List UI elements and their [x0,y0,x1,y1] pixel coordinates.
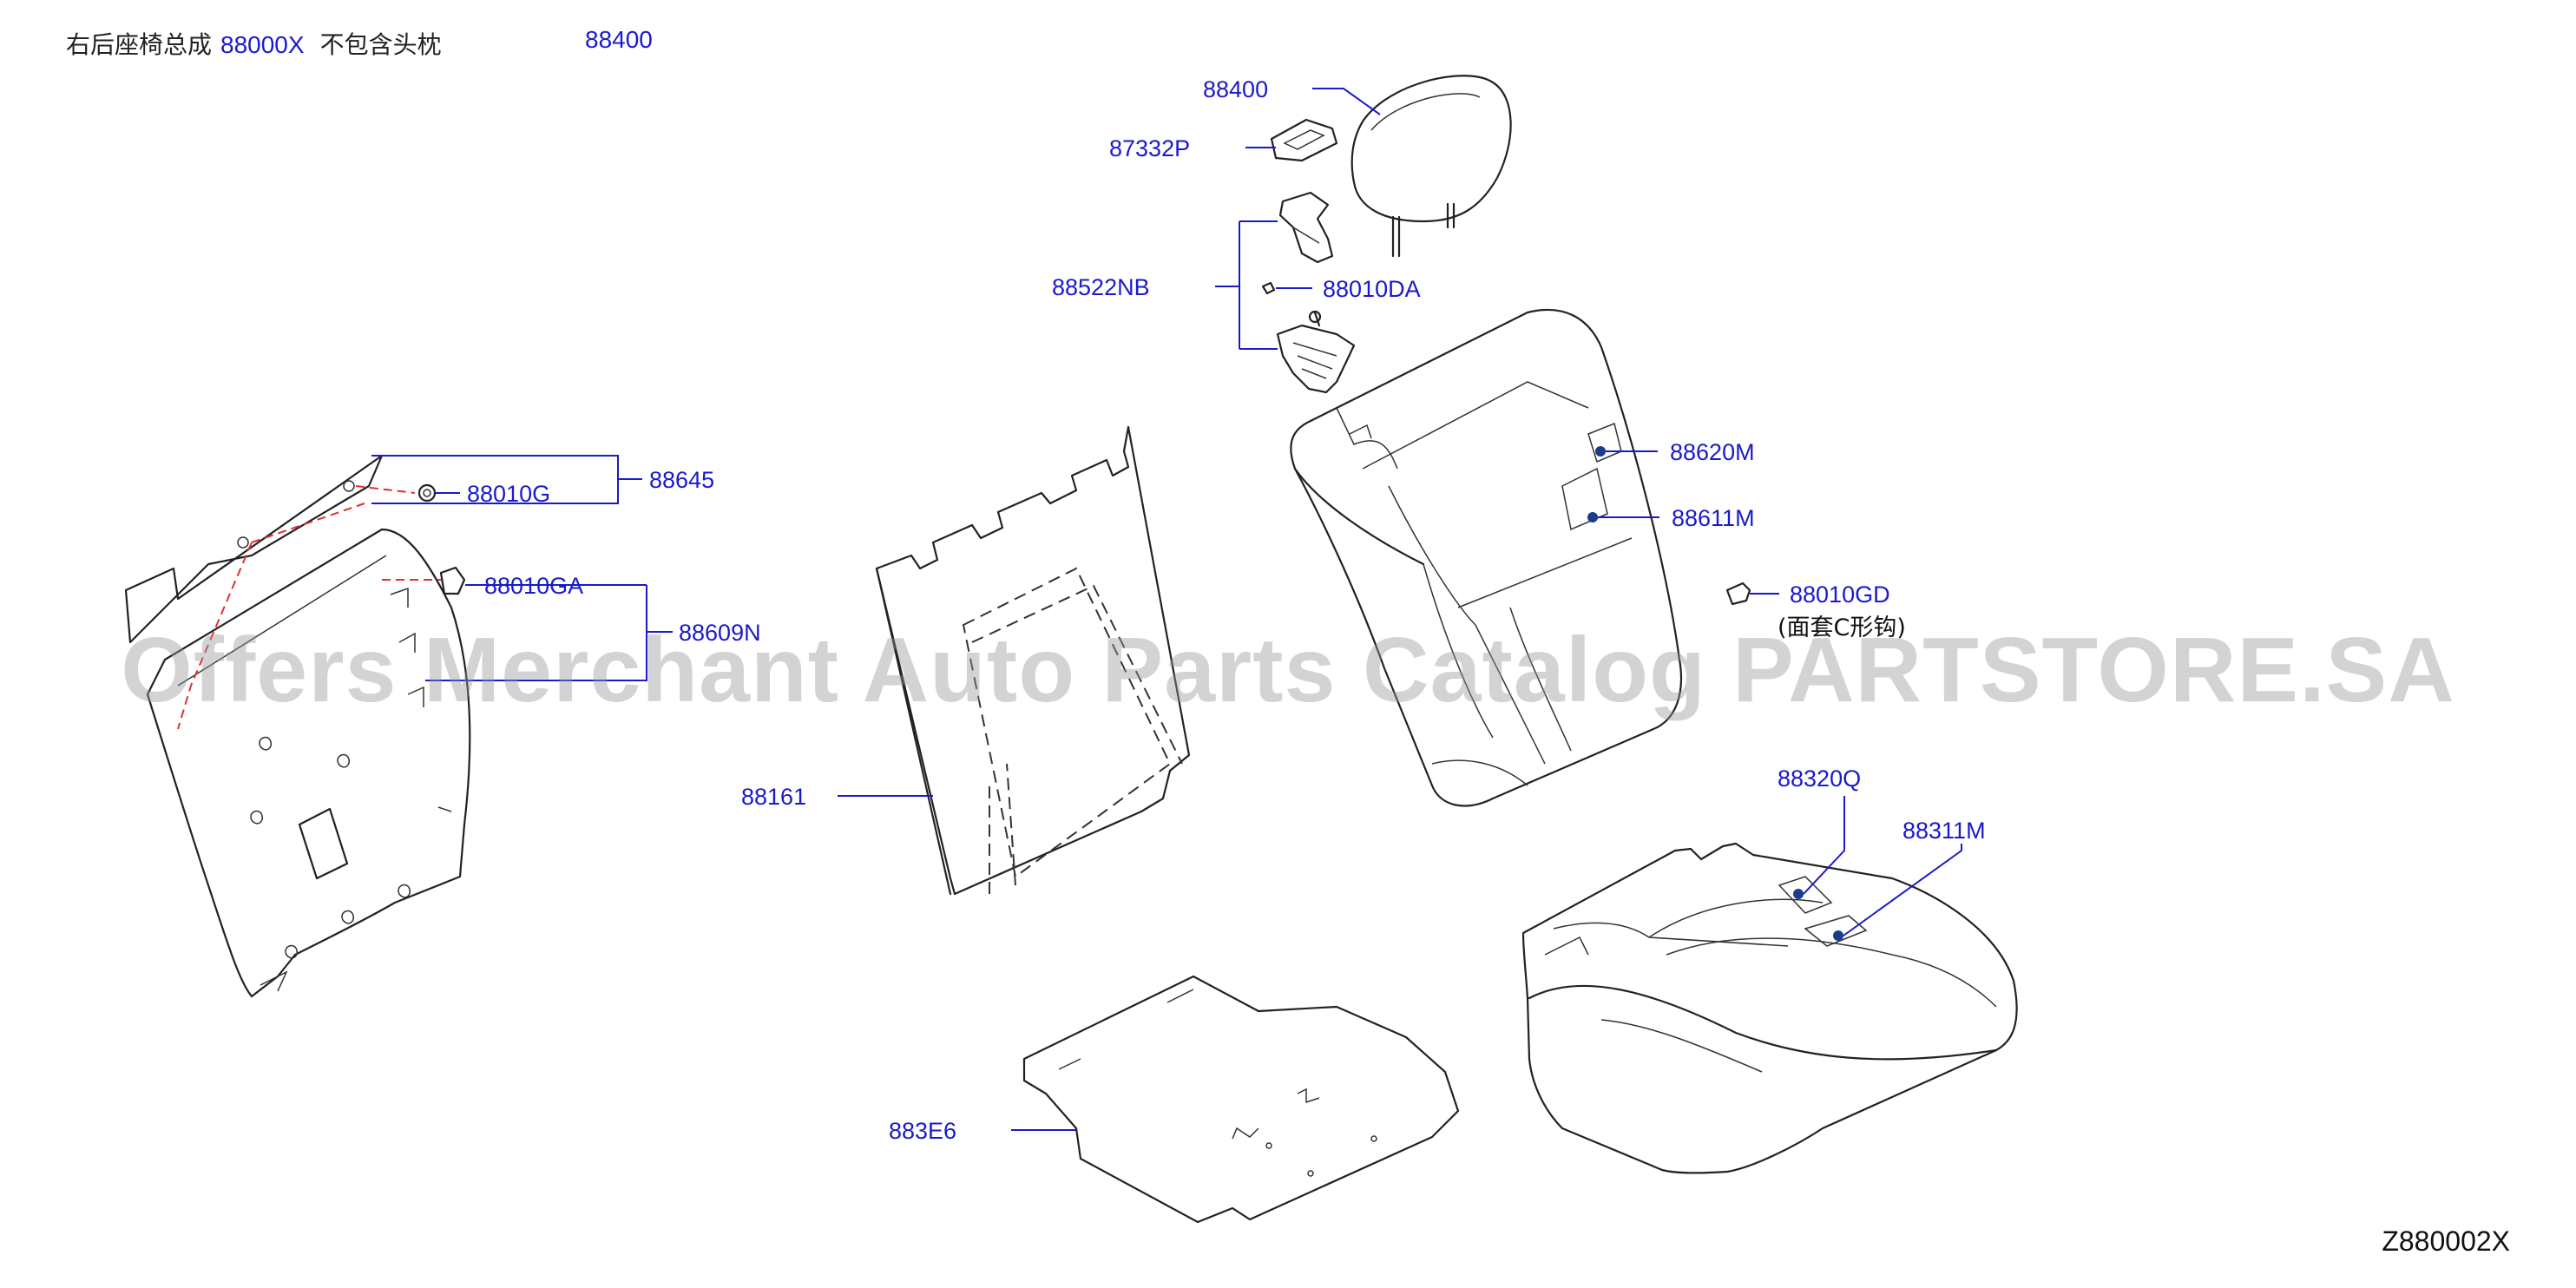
page-title: 右后座椅总成 88000X 不包含头枕 [66,26,442,61]
label-88522NB[interactable]: 88522NB [1052,274,1150,300]
label-88010DA[interactable]: 88010DA [1323,276,1421,302]
label-88311M[interactable]: 88311M [1902,818,1986,844]
back-board-lower-drawing[interactable] [146,528,471,998]
diagram-code: Z880002X [2382,1226,2510,1257]
label-88620M[interactable]: 88620M [1670,439,1755,465]
seatback-latch-drawing[interactable] [1276,191,1356,394]
seat-cushion-drawing[interactable] [1521,842,2018,1174]
seat-bottom-panel-drawing[interactable] [1022,975,1460,1224]
label-88010GD[interactable]: 88010GD [1790,582,1890,608]
title-prefix: 右后座椅总成 [66,31,213,58]
seatback-pad-drawing[interactable] [875,425,1191,896]
headrest-guide-drawing[interactable] [1270,118,1338,162]
seatback-cover-drawing[interactable] [1290,308,1683,807]
clip-88010G-drawing[interactable] [417,483,437,503]
title-note: 不包含头枕 [319,31,442,58]
clip-88010GA-drawing[interactable] [439,566,466,595]
label-88010GD-note: (面套C形钩) [1778,614,1906,641]
clip-88010DA-drawing[interactable] [1261,281,1276,295]
label-87332P[interactable]: 87332P [1109,135,1190,161]
label-883E6[interactable]: 883E6 [889,1118,956,1144]
clip-88010GD-drawing[interactable] [1725,582,1751,606]
label-88320Q[interactable]: 88320Q [1778,766,1861,792]
label-88609N[interactable]: 88609N [679,620,761,646]
label-88645[interactable]: 88645 [649,467,714,493]
label-88161[interactable]: 88161 [741,784,806,810]
headrest-drawing[interactable] [1350,75,1512,258]
title-ref-88400[interactable]: 88400 [585,26,653,53]
back-board-upper-drawing[interactable] [124,454,384,644]
assembly-code[interactable]: 88000X [220,31,305,58]
label-88611M[interactable]: 88611M [1672,505,1755,531]
label-88400[interactable]: 88400 [1203,76,1268,102]
